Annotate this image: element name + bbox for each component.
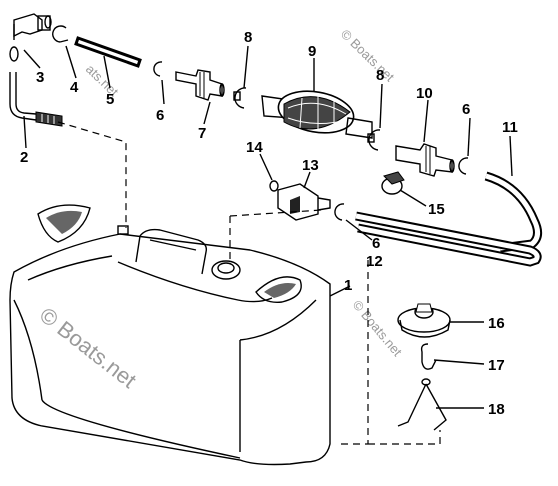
callout-17: 17 (488, 357, 505, 374)
watermark-topleft: ats.net (83, 61, 122, 99)
fitting-part-10 (395, 143, 455, 177)
leader-lines (23, 45, 513, 409)
callout-1: 1 (344, 277, 352, 294)
o-ring-part-14 (269, 180, 279, 192)
small-ring-part (9, 46, 19, 62)
fitting-part-7 (175, 69, 225, 101)
watermark-top: © Boats.net (338, 26, 398, 84)
fuel-tank-part-1 (9, 204, 331, 466)
dashed-line-cap (338, 260, 441, 445)
callout-8a: 8 (244, 29, 252, 46)
dashed-line-connector (229, 209, 323, 260)
callout-13: 13 (302, 157, 319, 174)
clip-part-6b (458, 157, 469, 175)
callout-8b: 8 (376, 67, 384, 84)
callout-6a: 6 (156, 107, 164, 124)
clip-part-6c (334, 203, 345, 221)
clip-part-4 (52, 25, 69, 43)
hose-part-5 (74, 36, 142, 68)
callout-14: 14 (246, 139, 263, 156)
hose-part-12 (355, 211, 542, 267)
clamp-part-8a (233, 87, 247, 109)
callout-10: 10 (416, 85, 433, 102)
clip-part-6a (153, 61, 163, 77)
hose-part-11 (484, 171, 542, 253)
primer-bulb-part-9 (261, 90, 373, 139)
callout-2: 2 (20, 149, 28, 166)
connector-part-13 (277, 183, 331, 221)
callout-15: 15 (428, 201, 445, 218)
callout-16: 16 (488, 315, 505, 332)
callout-6b: 6 (462, 101, 470, 118)
callout-5: 5 (106, 91, 114, 108)
callout-7: 7 (198, 125, 206, 142)
callout-18: 18 (488, 401, 505, 418)
callout-12: 12 (366, 253, 383, 270)
callout-9: 9 (308, 43, 316, 60)
callout-3: 3 (36, 69, 44, 86)
watermark-side: © Boats.net (350, 297, 406, 359)
elbow-connector-part (13, 13, 52, 40)
clamp-part-8b (367, 129, 381, 151)
callout-11: 11 (502, 119, 518, 136)
watermark-main: © Boats.net (35, 302, 141, 393)
pickup-tube-part (9, 72, 63, 127)
tether-part-18 (397, 378, 447, 431)
retainer-part-17 (420, 343, 437, 370)
callout-6c: 6 (372, 235, 380, 252)
hose-clamp-part-15 (381, 171, 405, 195)
callout-4: 4 (70, 79, 79, 96)
fuel-cap-part-16 (397, 303, 451, 338)
